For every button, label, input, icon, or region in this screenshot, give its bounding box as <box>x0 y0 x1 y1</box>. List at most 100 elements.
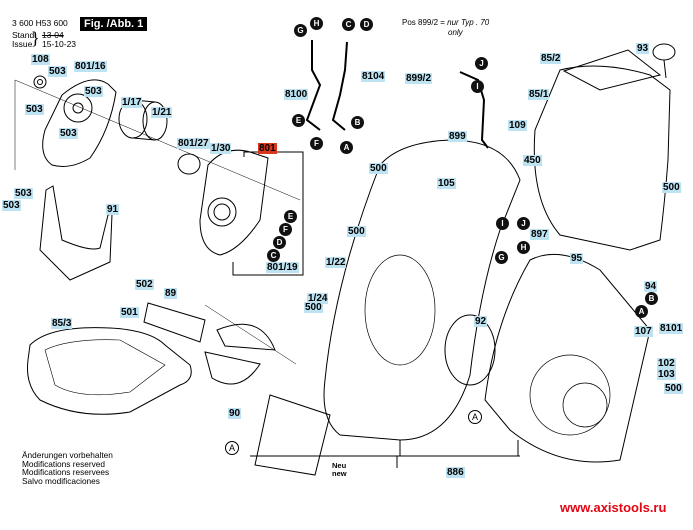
cover-85-2 <box>562 49 662 91</box>
cable-8100 <box>305 40 322 131</box>
disc-90-bottom <box>204 351 261 385</box>
part-label-90[interactable]: 90 <box>228 408 242 419</box>
part-label-500[interactable]: 500 <box>304 302 323 313</box>
part-label-503[interactable]: 503 <box>48 66 67 77</box>
part-label-503[interactable]: 503 <box>59 128 78 139</box>
connector-b: B <box>351 116 364 129</box>
part-label-8100[interactable]: 8100 <box>284 89 309 100</box>
housing-cover-801-16 <box>42 79 117 167</box>
position-note-type: nur Typ . 70 <box>447 18 490 27</box>
connector-b: B <box>645 292 658 305</box>
part-label-89[interactable]: 89 <box>164 288 178 299</box>
issue-label: Issue <box>12 39 33 49</box>
part-label-95[interactable]: 95 <box>570 253 584 264</box>
part-label-801[interactable]: 801 <box>258 143 277 154</box>
connector-a: A <box>635 305 648 318</box>
part-label-897[interactable]: 897 <box>530 229 549 240</box>
part-label-899[interactable]: 899 <box>448 131 467 142</box>
stand-date: 13-04 <box>42 30 64 40</box>
part-label-503[interactable]: 503 <box>14 188 33 199</box>
part-label-92[interactable]: 92 <box>474 316 488 327</box>
part-label-450[interactable]: 450 <box>523 155 542 166</box>
part-number: 3 600 H53 600 <box>12 18 68 28</box>
position-note-prefix: Pos 899/2 = <box>402 18 448 27</box>
part-label-899-2[interactable]: 899/2 <box>405 73 433 84</box>
footer-note: Salvo modificaciones <box>22 475 100 486</box>
part-label-91[interactable]: 91 <box>106 204 120 215</box>
connector-h: H <box>310 17 323 30</box>
part-label-93[interactable]: 93 <box>636 43 650 54</box>
cable-899 <box>459 71 489 149</box>
footer-notes: Änderungen vorbehalten Modifications res… <box>22 451 113 485</box>
part-label-1-24[interactable]: 1/24 <box>307 293 329 304</box>
part-label-109[interactable]: 109 <box>508 120 527 131</box>
new-text: new <box>332 469 347 478</box>
figure-label: Fig. /Abb. 1 <box>80 17 148 31</box>
footer-note: Änderungen vorbehalten <box>22 450 113 460</box>
part-label-107[interactable]: 107 <box>634 326 653 337</box>
part-label-1-17[interactable]: 1/17 <box>121 97 143 108</box>
part-label-8101[interactable]: 8101 <box>659 323 684 334</box>
part-label-501[interactable]: 501 <box>120 307 139 318</box>
part-label-85-1[interactable]: 85/1 <box>528 89 550 100</box>
connector-a-outline: A <box>468 410 482 424</box>
connector-g: G <box>294 24 307 37</box>
part-label-8104[interactable]: 8104 <box>361 71 386 82</box>
top-housing-85-1 <box>533 65 671 251</box>
connector-a: A <box>340 141 353 154</box>
website-link[interactable]: www.axistools.ru <box>560 500 667 515</box>
channel-89 <box>143 302 206 343</box>
chute <box>254 394 331 476</box>
motor-assembly-801 <box>199 149 269 256</box>
position-note-only: only <box>448 28 463 37</box>
part-label-85-2[interactable]: 85/2 <box>540 53 562 64</box>
connector-f: F <box>310 137 323 150</box>
connector-j: J <box>517 217 530 230</box>
part-label-503[interactable]: 503 <box>84 86 103 97</box>
bracket-91 <box>39 185 113 281</box>
issue-date: 15-10-23 <box>42 39 77 49</box>
part-label-886[interactable]: 886 <box>446 467 465 478</box>
part-label-500[interactable]: 500 <box>369 163 388 174</box>
position-note: Pos 899/2 = nur Typ . 70 <box>402 18 489 28</box>
part-label-500[interactable]: 500 <box>662 182 681 193</box>
part-label-108[interactable]: 108 <box>31 54 50 65</box>
part-label-801-27[interactable]: 801/27 <box>177 138 210 149</box>
part-label-503[interactable]: 503 <box>2 200 21 211</box>
knob-93 <box>652 43 676 61</box>
dates: 13-04 15-10-23 <box>42 31 76 49</box>
connector-i: I <box>496 217 509 230</box>
connector-e: E <box>284 210 297 223</box>
part-label-1-30[interactable]: 1/30 <box>210 143 232 154</box>
connector-e: E <box>292 114 305 127</box>
part-label-102[interactable]: 102 <box>657 358 676 369</box>
disc-90-top <box>216 323 276 351</box>
part-label-801-16[interactable]: 801/16 <box>74 61 107 72</box>
main-housing <box>323 139 521 441</box>
part-label-94[interactable]: 94 <box>644 281 658 292</box>
connector-f: F <box>279 223 292 236</box>
part-label-503[interactable]: 503 <box>25 104 44 115</box>
part-label-1-21[interactable]: 1/21 <box>151 107 173 118</box>
connector-h: H <box>517 241 530 254</box>
part-label-103[interactable]: 103 <box>657 369 676 380</box>
part-label-801-19[interactable]: 801/19 <box>266 262 299 273</box>
side-housing <box>484 253 651 463</box>
footer-note: Modifications reservees <box>22 467 110 478</box>
part-label-500[interactable]: 500 <box>664 383 683 394</box>
connector-c: C <box>267 249 280 262</box>
part-label-502[interactable]: 502 <box>135 279 154 290</box>
part-label-105[interactable]: 105 <box>437 178 456 189</box>
part-label-500[interactable]: 500 <box>347 226 366 237</box>
connector-g: G <box>495 251 508 264</box>
part-label-1-22[interactable]: 1/22 <box>325 257 347 268</box>
connector-i: I <box>471 80 484 93</box>
neu-text: Neu <box>332 461 347 470</box>
connector-j: J <box>475 57 488 70</box>
tray-85-3 <box>27 327 192 415</box>
part-label-85-3[interactable]: 85/3 <box>51 318 73 329</box>
connector-d: D <box>273 236 286 249</box>
connector-d: D <box>360 18 373 31</box>
gear-801-27 <box>177 153 201 175</box>
